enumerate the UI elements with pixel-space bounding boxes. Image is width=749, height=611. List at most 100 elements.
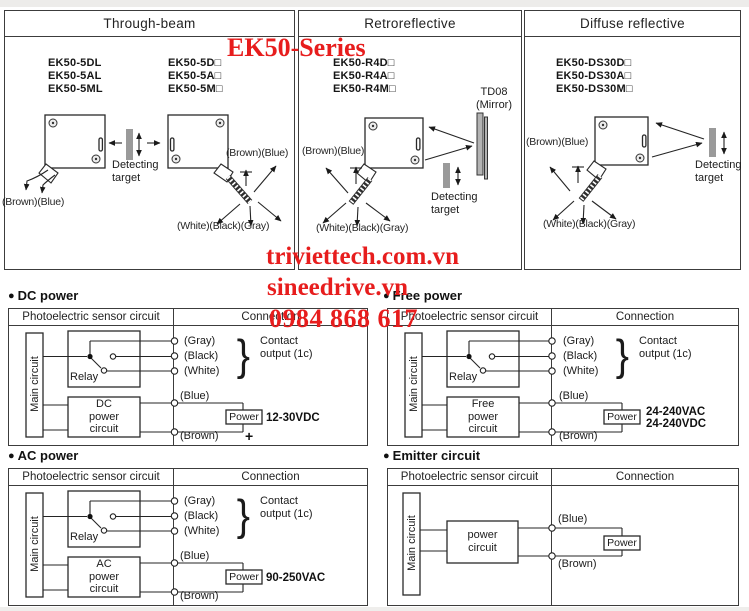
model-code: EK50-R4A□ (333, 69, 395, 82)
table-divider (551, 486, 553, 605)
free-power-section-label: ● Free power (383, 288, 463, 303)
wire-gray-label: (Gray) (563, 335, 595, 347)
column-header-sensor-circuit: Photoelectric sensor circuit (388, 469, 552, 485)
table-divider (173, 486, 175, 605)
contact-brace: } (236, 331, 250, 380)
bullet-icon: ● (383, 449, 390, 462)
contact-output-label: Contact output (1c) (260, 495, 313, 520)
watermark-series: EK50-Series (227, 33, 366, 62)
main-circuit-label: Main circuit (407, 356, 420, 412)
wire-brown-label: (Brown) (180, 590, 219, 602)
power-circuit-box-label: DC power circuit (89, 398, 119, 435)
wire-black-label: (Black) (184, 350, 219, 362)
power-box-label: Power (229, 571, 259, 583)
model-code: EK50-5AL (48, 69, 102, 82)
model-list-through-beam-left: EK50-5DL EK50-5AL EK50-5ML (48, 57, 103, 95)
main-circuit-label: Main circuit (28, 356, 41, 412)
power-box-label: Power (607, 411, 637, 423)
wire-blue-label: (Blue) (559, 390, 589, 402)
voltage-label: 90-250VAC (266, 572, 326, 584)
panel-title-retroreflective: Retroreflective (299, 11, 521, 37)
emitter-wire-label: (Brown)(Blue) (2, 196, 65, 208)
bullet-icon: ● (8, 449, 15, 462)
relay-label: Relay (449, 371, 478, 383)
main-circuit-label: Main circuit (28, 516, 41, 572)
polarity-plus: + (245, 428, 254, 444)
wire-brown-label: (Brown) (558, 558, 597, 570)
wire-label-bottom: (White)(Black)(Gray) (316, 222, 409, 234)
diffuse-reflective-art (549, 116, 727, 225)
wire-gray-label: (Gray) (184, 495, 216, 507)
table-divider (173, 326, 175, 445)
model-list-retroreflective: EK50-R4D□ EK50-R4A□ EK50-R4M□ (333, 57, 396, 95)
column-header-connection: Connection (615, 471, 675, 483)
free-power-table: Photoelectric sensor circuit Connection (387, 308, 739, 446)
wire-brown-label: (Brown) (180, 430, 219, 442)
emitter-circuit-section-label: ● Emitter circuit (383, 448, 481, 463)
model-code: EK50-5A□ (168, 69, 222, 82)
receiver-wire-label-top: (Brown)(Blue) (226, 147, 289, 159)
receiver-wire-label-bottom: (White)(Black)(Gray) (177, 220, 270, 232)
contact-output-label: Contact output (1c) (639, 335, 692, 360)
bottom-edge-strip (0, 607, 749, 611)
model-code: EK50-DS30A□ (556, 69, 632, 82)
column-header-connection: Connection (241, 311, 300, 323)
power-circuit-box-label: AC power circuit (89, 558, 119, 595)
power-box-label: Power (229, 411, 259, 423)
relay-label: Relay (70, 531, 99, 543)
power-circuit-box-label: power circuit (467, 529, 498, 554)
voltage-label: 12-30VDC (266, 412, 320, 424)
column-header-sensor-circuit: Photoelectric sensor circuit (9, 309, 174, 325)
watermark-site2: sineedrive.vn (267, 274, 408, 301)
contact-brace: } (236, 491, 250, 540)
model-list-through-beam-right: EK50-5D□ EK50-5A□ EK50-5M□ (168, 57, 223, 95)
panel-title-through-beam: Through-beam (5, 11, 294, 37)
wire-label-top: (Brown)(Blue) (302, 145, 365, 157)
wire-brown-label: (Brown) (559, 430, 598, 442)
bullet-icon: ● (8, 289, 15, 302)
model-code: EK50-5ML (48, 82, 103, 95)
power-circuit-box-label: Free power circuit (468, 398, 498, 435)
wire-blue-label: (Blue) (180, 390, 210, 402)
contact-output-label: Contact output (1c) (260, 335, 313, 360)
wire-blue-label: (Blue) (180, 550, 210, 562)
watermark-phone: 0984 868 617 (269, 304, 418, 333)
power-box-label: Power (607, 537, 637, 549)
wire-white-label: (White) (184, 365, 220, 377)
model-code: EK50-5M□ (168, 82, 223, 95)
column-header-connection: Connection (241, 471, 300, 483)
wire-black-label: (Black) (184, 510, 219, 522)
model-code: EK50-DS30D□ (556, 57, 632, 69)
emitter-circuit-table: Photoelectric sensor circuit Connection (387, 468, 739, 606)
contact-brace: } (615, 331, 629, 380)
model-code: EK50-R4D□ (333, 57, 395, 69)
wire-label-top: (Brown)(Blue) (526, 136, 589, 148)
model-code: EK50-R4M□ (333, 82, 396, 95)
detecting-target-label: Detecting target (431, 191, 478, 216)
ac-power-section-label: ● AC power (8, 448, 79, 463)
model-code: EK50-5DL (48, 57, 102, 69)
detecting-target-label: Detecting target (112, 159, 159, 184)
wire-label-bottom: (White)(Black)(Gray) (543, 218, 636, 230)
model-code: EK50-DS30M□ (556, 82, 633, 95)
table-divider (551, 326, 553, 445)
voltage-label: 24-240VAC 24-240VDC (646, 406, 707, 430)
wire-black-label: (Black) (563, 350, 598, 362)
model-list-diffuse: EK50-DS30D□ EK50-DS30A□ EK50-DS30M□ (556, 57, 633, 95)
wire-white-label: (White) (184, 525, 220, 537)
model-code: EK50-5D□ (168, 57, 222, 69)
ac-circuit-art (25, 490, 263, 598)
free-circuit-art (404, 330, 641, 438)
column-header-sensor-circuit: Photoelectric sensor circuit (388, 309, 552, 325)
dc-circuit-art (25, 330, 263, 438)
bullet-icon: ● (383, 289, 390, 302)
wire-gray-label: (Gray) (184, 335, 216, 347)
main-circuit-label: Main circuit (405, 515, 418, 571)
through-beam-art (23, 114, 282, 227)
relay-label: Relay (70, 371, 99, 383)
column-header-sensor-circuit: Photoelectric sensor circuit (9, 469, 174, 485)
detecting-target-label: Detecting target (695, 159, 742, 184)
wire-blue-label: (Blue) (558, 513, 588, 525)
